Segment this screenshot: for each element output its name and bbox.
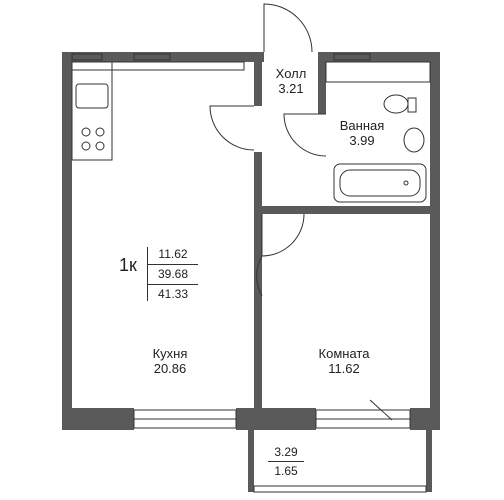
doors — [209, 3, 393, 421]
info-divider — [147, 247, 148, 301]
balcony-railing — [253, 485, 427, 493]
balcony-wall-left — [248, 430, 254, 492]
room-door-lower — [256, 255, 263, 297]
wall-bath-bottom — [262, 206, 430, 214]
windows — [71, 53, 411, 429]
wall-kitchen-room — [254, 152, 262, 408]
wall-left — [62, 52, 72, 430]
wall-bottom-right — [410, 408, 440, 430]
room-name: Комната — [318, 346, 370, 361]
bath-door — [283, 113, 327, 157]
balcony-area-reduced: 1.65 — [274, 464, 298, 478]
burner-icon — [95, 141, 105, 151]
window-top-2 — [133, 53, 171, 61]
interior-walls — [254, 62, 430, 408]
balcony-wall-right — [426, 430, 432, 492]
balcony-area-full: 3.29 — [268, 443, 304, 462]
wall-bath-upper — [318, 62, 326, 114]
kitchen-name: Кухня — [152, 346, 188, 361]
wall-right — [430, 52, 440, 430]
balcony-area: 3.29 1.65 — [268, 443, 304, 480]
bath-fixtures — [325, 61, 431, 203]
bath-name: Ванная — [339, 118, 385, 133]
hall-area: 3.21 — [278, 81, 304, 96]
toilet-tank — [407, 97, 417, 113]
total-area: 39.68 — [148, 265, 198, 285]
wall-bottom-left — [62, 408, 134, 430]
kitchen-door — [209, 105, 255, 151]
room-door-upper — [261, 213, 305, 257]
wall-bottom-mid — [236, 408, 316, 430]
burner-icon — [95, 127, 105, 137]
hall-label: Холл 3.21 — [262, 66, 320, 96]
balcony-door — [369, 399, 393, 421]
toilet-icon — [383, 94, 409, 114]
counter-top — [71, 61, 245, 71]
apartment-type: 1к — [119, 255, 137, 275]
counter — [71, 61, 113, 161]
burner-icon — [81, 127, 91, 137]
wall-hall-left-upper — [254, 62, 262, 106]
exterior-walls — [62, 52, 440, 430]
window-top-1 — [71, 53, 103, 61]
room-label: Комната 11.62 — [300, 346, 388, 376]
apartment-info: 1к 11.62 39.68 41.33 — [110, 245, 198, 303]
bath-label: Ванная 3.99 — [330, 118, 394, 148]
hall-name: Холл — [275, 66, 307, 81]
window-top-3 — [333, 53, 371, 61]
sink-icon — [75, 83, 109, 109]
kitchen-label: Кухня 20.86 — [130, 346, 210, 376]
bath-area: 3.99 — [349, 133, 375, 148]
entrance-door — [263, 3, 313, 53]
room-area: 11.62 — [328, 361, 360, 376]
washbasin-icon — [403, 127, 425, 153]
living-area: 11.62 — [148, 245, 198, 265]
kitchen-area: 20.86 — [153, 361, 187, 376]
apartment-areas: 11.62 39.68 41.33 — [148, 245, 198, 304]
bathtub-icon — [333, 163, 427, 203]
shelf — [325, 61, 431, 83]
balcony — [248, 430, 432, 493]
wall-top-left — [62, 52, 264, 62]
burner-icon — [81, 141, 91, 151]
total-area-with-balcony: 41.33 — [157, 287, 189, 301]
kitchen-fixtures — [71, 61, 245, 161]
wall-top-right — [318, 52, 440, 62]
